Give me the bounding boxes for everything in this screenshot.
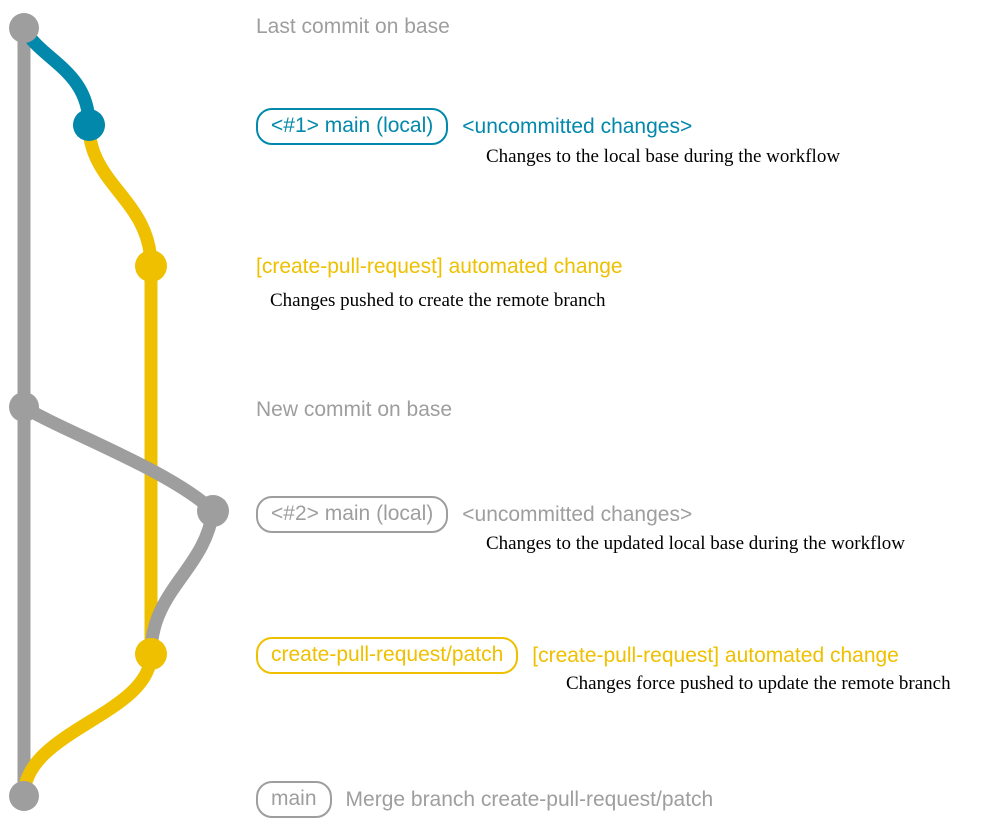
gray-branch-line-descend <box>144 504 220 661</box>
commit-node-automated-change-2[interactable] <box>135 638 167 670</box>
commit-node-local-main-2[interactable] <box>197 495 229 527</box>
commit-node-new-commit-on-base[interactable] <box>9 392 39 422</box>
commit-node-local-main-1[interactable] <box>73 109 105 141</box>
commit-row-local-main-2: <#2> main (local) <uncommitted changes> <box>256 496 692 533</box>
commit-subject-automated-change-2: [create-pull-request] automated change <box>532 643 899 667</box>
commit-subject-new-commit-on-base: New commit on base <box>256 398 453 421</box>
commit-nodes <box>9 13 229 811</box>
commit-node-merge-commit[interactable] <box>9 781 39 811</box>
commit-subject-merge-commit: Merge branch create-pull-request/patch <box>345 787 714 811</box>
commit-row-local-main-1: <#1> main (local) <uncommitted changes> <box>256 108 692 145</box>
commit-node-automated-change-1[interactable] <box>135 250 167 282</box>
commit-subject-automated-change-1: [create-pull-request] automated change <box>256 255 623 278</box>
commit-row-merge-commit: main Merge branch create-pull-request/pa… <box>256 781 713 818</box>
gray-branch-line-right <box>17 400 220 518</box>
branch-badge-local-main-2[interactable]: <#2> main (local) <box>256 496 449 533</box>
commit-subject-local-main-1: <uncommitted changes> <box>462 114 693 138</box>
commit-description-automated-change-2: Changes force pushed to update the remot… <box>566 673 951 694</box>
commit-description-local-main-2: Changes to the updated local base during… <box>486 533 905 554</box>
commit-node-last-commit-on-base[interactable] <box>9 13 39 43</box>
branch-badge-merge-commit[interactable]: main <box>256 781 332 818</box>
yellow-branch-line-upper <box>82 118 158 273</box>
commit-row-automated-change-2: create-pull-request/patch [create-pull-r… <box>256 637 899 674</box>
commit-subject-local-main-2: <uncommitted changes> <box>462 502 693 526</box>
commit-description-automated-change-1: Changes pushed to create the remote bran… <box>270 290 606 311</box>
branch-badge-local-main-1[interactable]: <#1> main (local) <box>256 108 449 145</box>
yellow-branch-line-merge <box>17 647 158 803</box>
commit-description-local-main-1: Changes to the local base during the wor… <box>486 146 841 167</box>
branch-badge-automated-change-2[interactable]: create-pull-request/patch <box>256 637 519 674</box>
commit-subject-last-commit-on-base: Last commit on base <box>256 15 450 38</box>
